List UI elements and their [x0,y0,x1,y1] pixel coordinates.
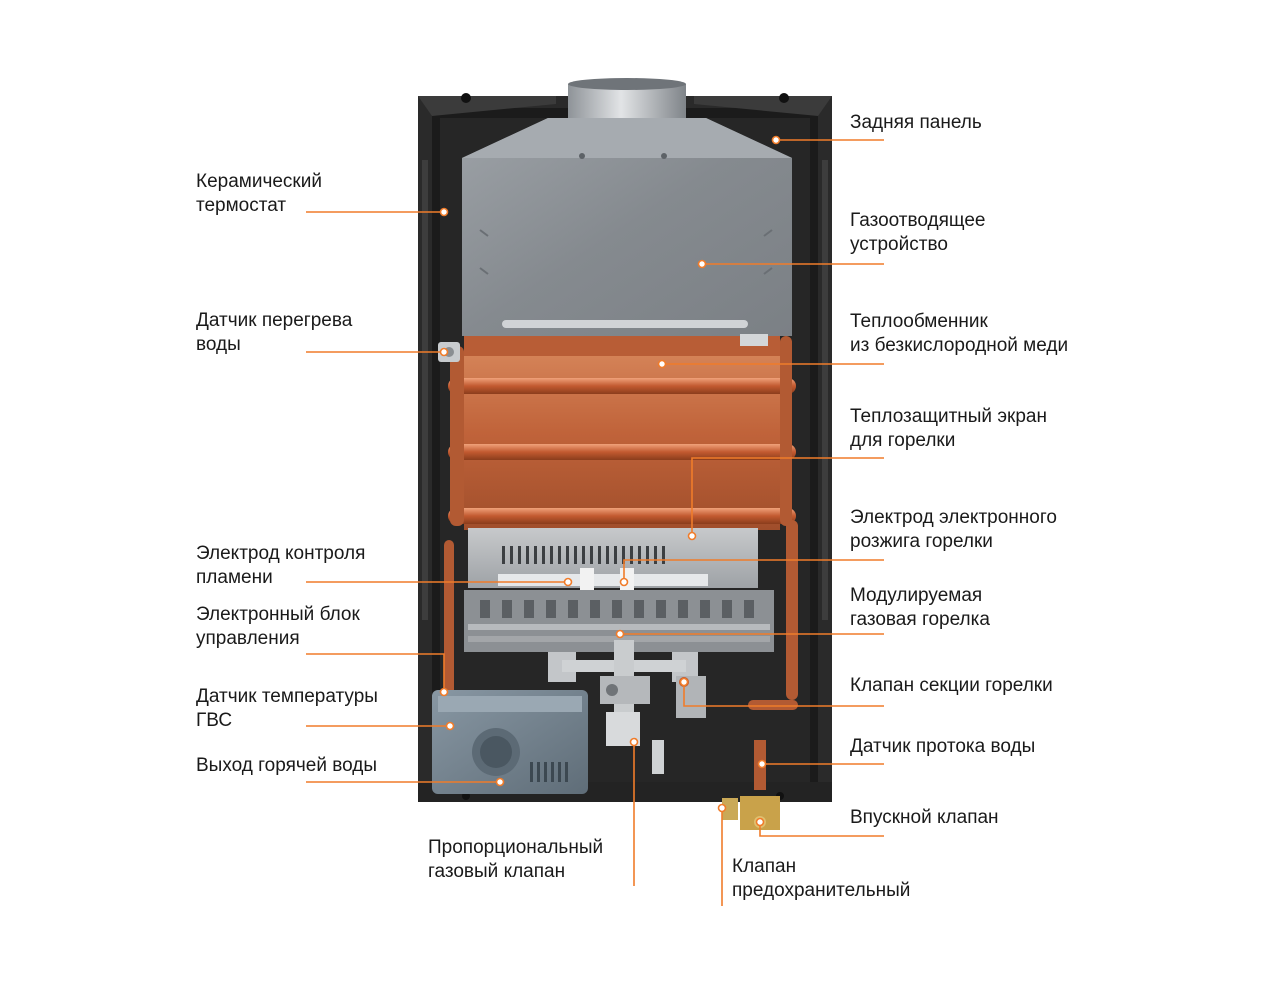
label-flow-sensor: Датчик протока воды [850,736,1036,757]
burner-heat-shield [468,528,758,592]
label-proportional-gas-valve: Пропорциональный газовый клапан [428,837,604,882]
label-back-panel: Задняя панель [850,112,982,133]
label-control-unit: Электронный блок управления [196,604,360,649]
heat-exchanger-body [438,334,796,530]
label-ceramic-thermostat: Керамический термостат [196,171,322,216]
label-safety-valve: Клапан предохранительный [732,856,911,901]
label-flame-electrode: Электрод контроля пламени [196,543,366,588]
label-heat-exchanger: Теплообменник из безкислородной меди [850,311,1069,356]
overheat-sensor-part [438,342,460,362]
label-dhw-temp-sensor: Датчик температуры ГВС [196,686,378,731]
left-pipe [444,540,454,700]
label-hot-water-outlet: Выход горячей воды [196,755,377,776]
label-heat-shield: Теплозащитный экран для горелки [850,406,1047,451]
label-modulating-burner: Модулируемая газовая горелка [850,585,990,630]
control-box [432,690,588,794]
label-flue-device: Газоотводящее устройство [850,210,986,255]
label-burner-section-valve: Клапан секции горелки [850,675,1053,696]
label-overheat-sensor: Датчик перегрева воды [196,310,353,355]
label-inlet-valve: Впускной клапан [850,807,999,828]
flue-hood [462,118,792,336]
label-ignition-electrode: Электрод электронного розжига горелки [850,507,1057,552]
flue-pipe [568,78,686,124]
